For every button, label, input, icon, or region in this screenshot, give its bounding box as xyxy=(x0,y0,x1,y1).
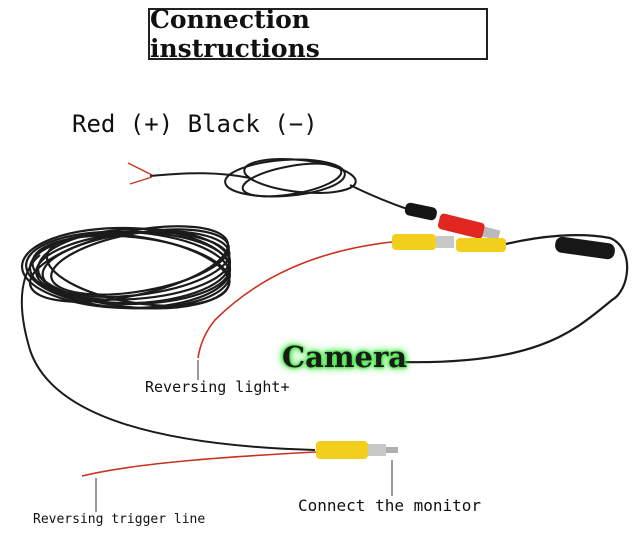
camera-cable xyxy=(399,234,629,364)
reversing-light-label: Reversing light+ xyxy=(145,378,290,396)
reversing-light-wire xyxy=(197,241,393,359)
reversing-trigger-wire xyxy=(81,451,317,477)
reversing-trigger-label: Reversing trigger line xyxy=(33,512,206,527)
page-title: Connection instructions xyxy=(150,5,320,63)
black-connector xyxy=(404,202,437,221)
camera-label: Camera xyxy=(282,340,408,374)
inline-connector xyxy=(555,236,615,260)
connect-monitor-label: Connect the monitor xyxy=(298,496,482,515)
monitor-rca-connector xyxy=(316,441,398,459)
power-red-lead xyxy=(127,162,153,185)
polarity-label: Red (+) Black (−) xyxy=(72,110,318,138)
yellow-rca-connector xyxy=(392,234,506,252)
left-cable xyxy=(20,254,316,451)
coiled-cable xyxy=(20,225,232,310)
power-cable-coil xyxy=(149,158,411,211)
title-box: Connection instructions xyxy=(148,5,488,63)
red-rca-connector xyxy=(437,213,501,241)
